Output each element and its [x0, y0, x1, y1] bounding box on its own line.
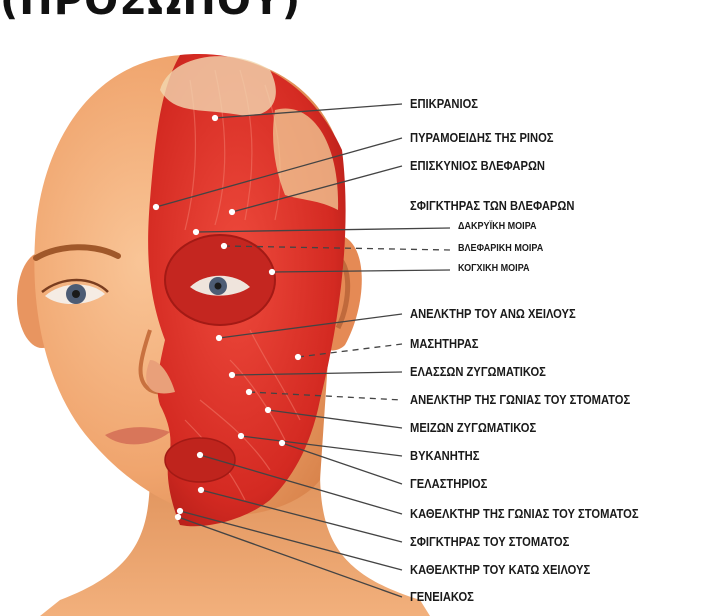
muscle-label-3: ΕΠΙΣΚΥΝΙΟΣ ΒΛΕΦΑΡΩΝ: [410, 159, 545, 172]
leader-dot-18: [175, 514, 180, 519]
leader-dot-14: [279, 440, 284, 445]
muscle-label-4: ΣΦΙΓΚΤΗΡΑΣ ΤΩΝ ΒΛΕΦΑΡΩΝ: [410, 199, 574, 212]
leader-dot-11: [246, 389, 251, 394]
leader-dot-6: [221, 243, 226, 248]
leader-dot-9: [295, 354, 300, 359]
muscle-label-17: ΚΑΘΕΛΚΤΗΡ ΤΟΥ ΚΑΤΩ ΧΕΙΛΟΥΣ: [410, 563, 590, 576]
leader-dot-5: [193, 229, 198, 234]
leader-dot-15: [197, 452, 202, 457]
muscle-label-2: ΠΥΡΑΜΟΕΙΔΗΣ ΤΗΣ ΡΙΝΟΣ: [410, 131, 553, 144]
muscle-label-6: ΒΛΕΦΑΡΙΚΗ ΜΟΙΡΑ: [458, 243, 543, 254]
muscle-label-7: ΚΟΓΧΙΚΗ ΜΟΙΡΑ: [458, 263, 530, 274]
muscle-label-14: ΓΕΛΑΣΤΗΡΙΟΣ: [410, 477, 487, 490]
muscle-label-16: ΣΦΙΓΚΤΗΡΑΣ ΤΟΥ ΣΤΟΜΑΤΟΣ: [410, 535, 569, 548]
leader-dot-13: [238, 433, 243, 438]
muscle-label-15: ΚΑΘΕΛΚΤΗΡ ΤΗΣ ΓΩΝΙΑΣ ΤΟΥ ΣΤΟΜΑΤΟΣ: [410, 507, 639, 520]
orbicularis-oris: [165, 438, 235, 482]
muscle-label-1: ΕΠΙΚΡΑΝΙΟΣ: [410, 97, 478, 110]
muscle-label-8: ΑΝΕΛΚΤΗΡ ΤΟΥ ΑΝΩ ΧΕΙΛΟΥΣ: [410, 307, 576, 320]
leader-dot-16: [198, 487, 203, 492]
muscle-label-11: ΑΝΕΛΚΤΗΡ ΤΗΣ ΓΩΝΙΑΣ ΤΟΥ ΣΤΟΜΑΤΟΣ: [410, 393, 630, 406]
muscle-label-10: ΕΛΑΣΣΩΝ ΖΥΓΩΜΑΤΙΚΟΣ: [410, 365, 546, 378]
leader-dot-8: [216, 335, 221, 340]
muscle-label-12: ΜΕΙΖΩΝ ΖΥΓΩΜΑΤΙΚΟΣ: [410, 421, 536, 434]
muscle-label-5: ΔΑΚΡΥΪΚΗ ΜΟΙΡΑ: [458, 221, 537, 232]
muscle-label-18: ΓΕΝΕΙΑΚΟΣ: [410, 590, 474, 603]
muscle-label-9: ΜΑΣΗΤΗΡΑΣ: [410, 337, 478, 350]
leader-dot-2: [153, 204, 158, 209]
leader-dot-17: [177, 508, 182, 513]
leader-dot-12: [265, 407, 270, 412]
muscle-label-13: ΒΥΚΑΝΗΤΗΣ: [410, 449, 479, 462]
leader-dot-3: [229, 209, 234, 214]
leader-dot-1: [212, 115, 217, 120]
leader-dot-10: [229, 372, 234, 377]
leader-dot-7: [269, 269, 274, 274]
